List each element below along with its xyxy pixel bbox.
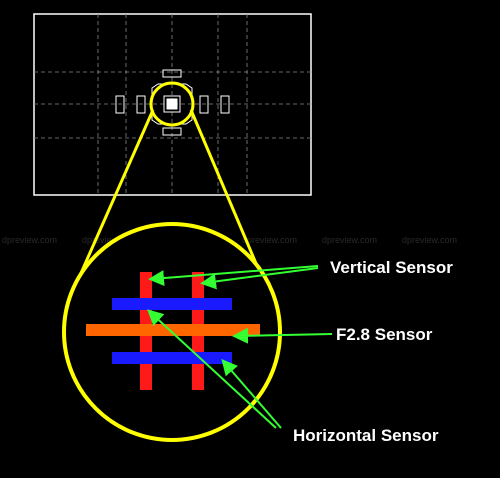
arrow-horizontal-bottom xyxy=(221,358,282,429)
viewfinder-grid xyxy=(34,14,311,195)
horizontal-sensor-label: Horizontal Sensor xyxy=(293,426,439,445)
center-point-highlight xyxy=(149,81,195,127)
watermark: dpreview.com xyxy=(322,235,377,245)
watermark: dpreview.com xyxy=(242,235,297,245)
pointer-arrows xyxy=(147,265,333,429)
vertical-sensor-label: Vertical Sensor xyxy=(330,258,453,277)
watermark: dpreview.com xyxy=(402,235,457,245)
zoom-line-right xyxy=(189,109,265,281)
zoom-line-left xyxy=(76,109,155,281)
watermark: dpreview.com xyxy=(82,235,137,245)
arrow-f28 xyxy=(232,327,333,344)
horizontal-sensor-bottom xyxy=(112,352,232,364)
horizontal-sensor-top xyxy=(112,298,232,310)
arrow-vertical-right xyxy=(200,267,319,290)
arrow-vertical-left xyxy=(148,265,319,287)
f28-sensor-label: F2.8 Sensor xyxy=(336,325,433,344)
arrow-horizontal-top xyxy=(147,309,277,429)
watermark: dpreview.com xyxy=(2,235,57,245)
af-point-marks xyxy=(115,69,230,136)
viewfinder-frame xyxy=(33,13,312,196)
f28-sensor xyxy=(86,324,260,336)
